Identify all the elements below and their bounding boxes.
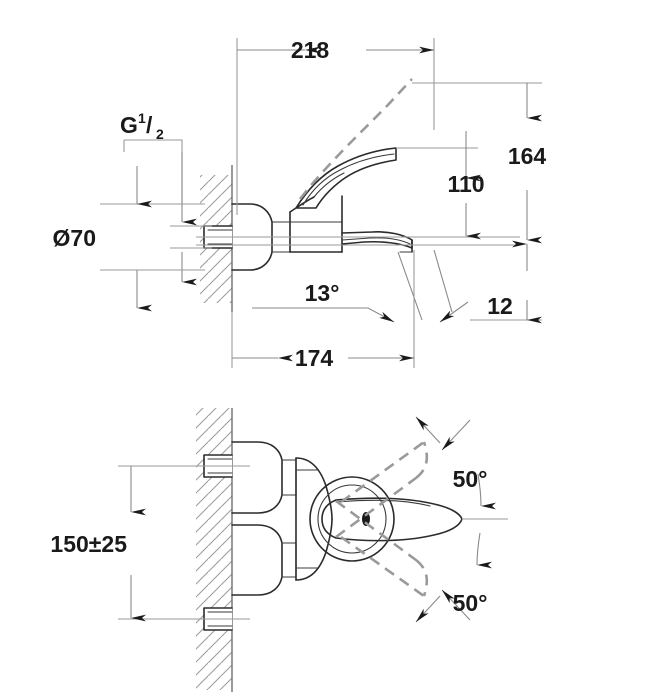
dimension-12: 12 — [470, 240, 542, 324]
dimension-50-degrees-upper: 50° — [415, 416, 508, 520]
dimension-label-thread-prefix: G — [120, 112, 138, 138]
dimension-label-thread-numerator: 1 — [138, 110, 146, 126]
dimension-50-degrees-lower: 50° — [415, 532, 493, 623]
dimension-150-plus-minus-25: 150±25 — [50, 465, 208, 622]
side-elevation-view: 218 G 1 / 2 Ø70 — [53, 37, 547, 371]
swivel-cartridge-plan — [309, 476, 395, 562]
dimension-label-12: 12 — [487, 293, 513, 319]
lever-marker-dot — [362, 512, 370, 526]
dimension-thread-G12: G 1 / 2 — [120, 110, 212, 286]
dimension-label-110: 110 — [447, 171, 484, 197]
top-plan-view: 150±25 50° 50° — [50, 408, 508, 692]
lever-handle-ghost-down — [335, 499, 429, 598]
dimension-13-degrees: 13° — [252, 249, 469, 323]
dimension-110: 110 — [396, 131, 485, 240]
dimension-label-13-degrees: 13° — [305, 280, 340, 306]
dimension-label-218: 218 — [291, 37, 330, 63]
spout-upper — [341, 231, 413, 253]
dimension-label-50-degrees-upper: 50° — [453, 466, 488, 492]
dimension-164: 164 — [412, 82, 547, 244]
dimension-label-164: 164 — [508, 143, 547, 169]
lever-handle-raised-ghost — [298, 78, 413, 200]
lever-handle-upper — [295, 147, 397, 209]
dimension-218: 218 — [236, 37, 435, 215]
dimension-label-thread-slash: / — [146, 112, 153, 138]
inlet-thread-nipple-upper-plan — [196, 454, 250, 478]
lever-handle-ghost-up — [335, 440, 429, 539]
dimension-label-174: 174 — [295, 345, 334, 371]
dimension-174: 174 — [231, 250, 415, 371]
dimension-label-150-25: 150±25 — [50, 531, 127, 557]
dimension-label-thread-denominator: 2 — [156, 126, 164, 142]
dimension-label-diameter-70: Ø70 — [53, 225, 96, 251]
dimension-label-50-degrees-lower: 50° — [453, 590, 488, 616]
dimension-diameter-70: Ø70 — [53, 166, 205, 312]
wall-hatch-lower — [196, 408, 233, 692]
